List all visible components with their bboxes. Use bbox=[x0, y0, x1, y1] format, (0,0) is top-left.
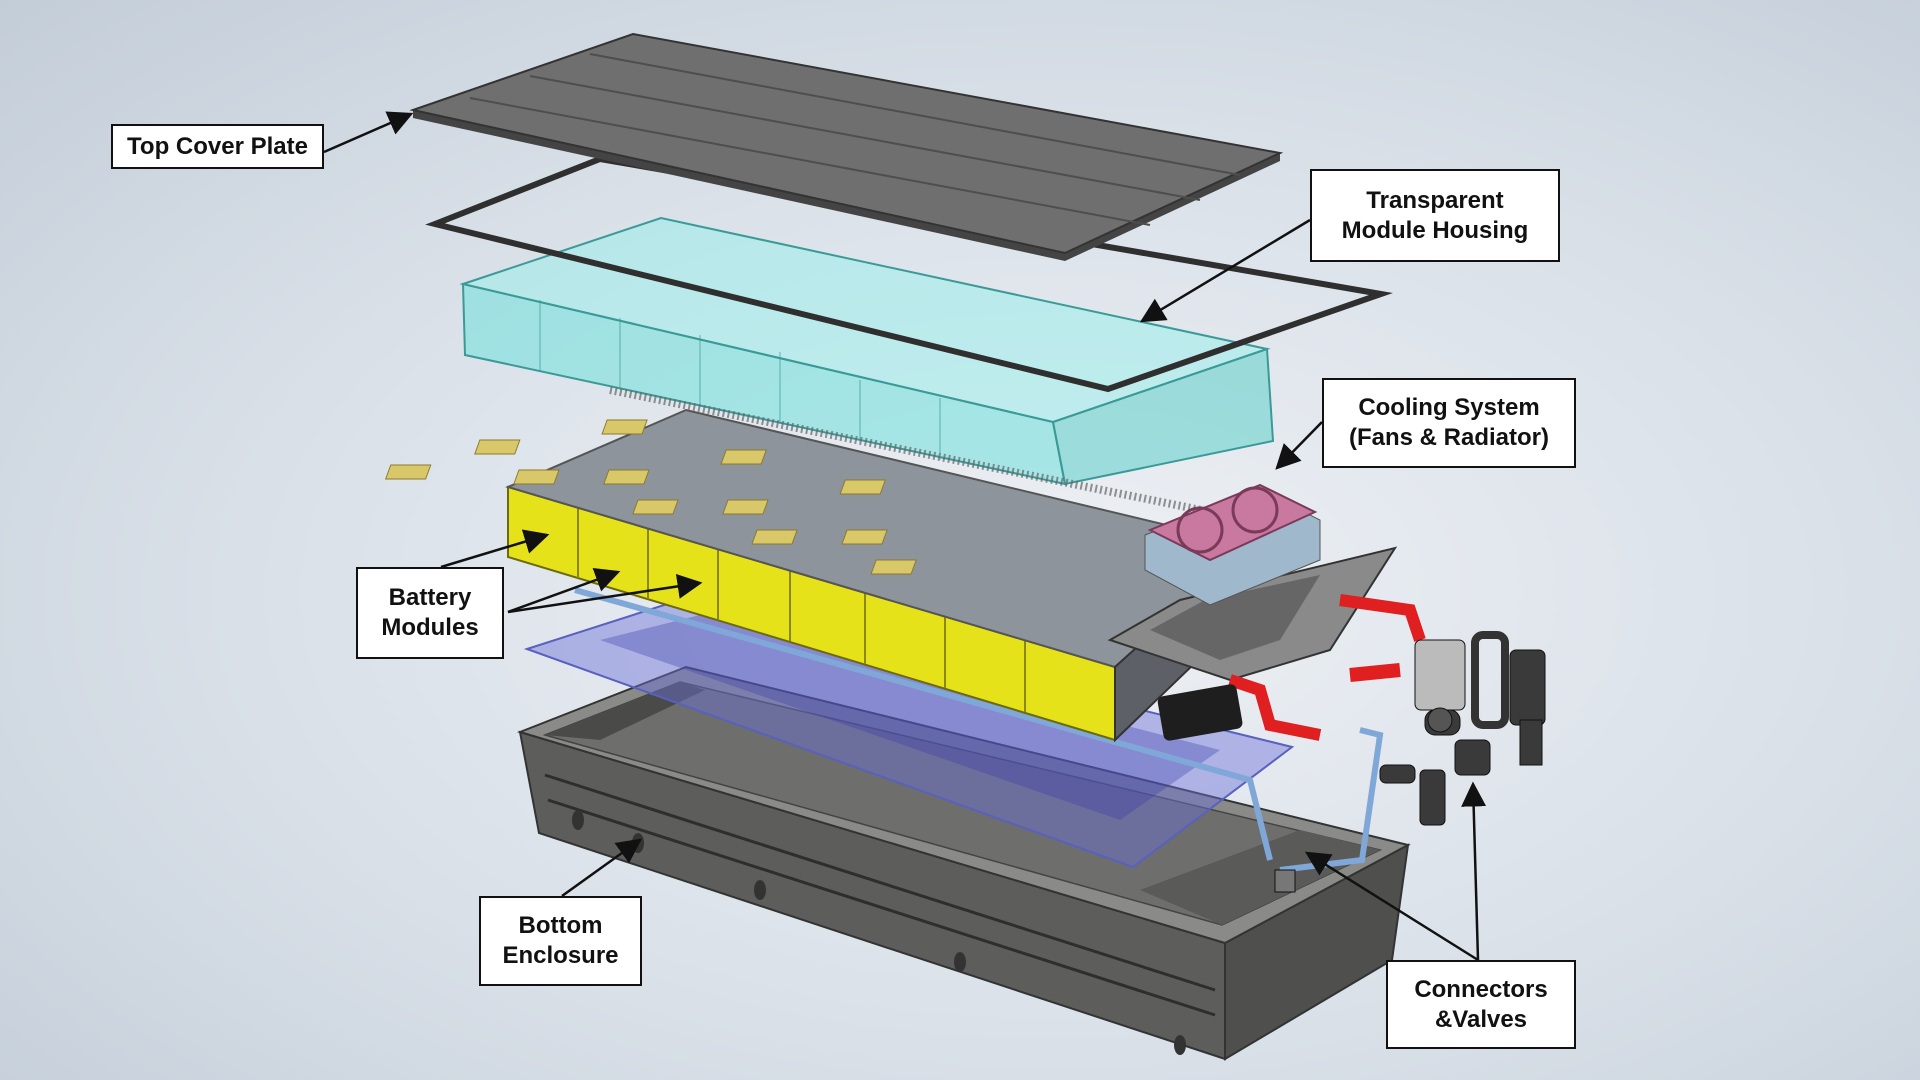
label-cooling-system: Cooling System (Fans & Radiator) bbox=[1322, 378, 1576, 468]
label-text: Enclosure bbox=[502, 942, 619, 969]
arrow-housing bbox=[1139, 218, 1311, 323]
coolant-pipe bbox=[1228, 594, 1426, 741]
label-text: Module Housing bbox=[1341, 216, 1529, 244]
label-text: Battery bbox=[388, 584, 472, 611]
label-top-cover-plate: Top Cover Plate bbox=[111, 124, 324, 169]
arrow-top-cover bbox=[323, 111, 414, 154]
top-cover-plate bbox=[409, 32, 1284, 261]
label-text: Connectors bbox=[1414, 975, 1548, 1003]
label-text: (Fans & Radiator) bbox=[1348, 424, 1549, 451]
label-battery-modules: Battery Modules bbox=[356, 567, 504, 659]
label-connectors-valves: Connectors &Valves bbox=[1386, 960, 1576, 1049]
blue-tray-inner bbox=[600, 615, 1220, 820]
label-text: Modules bbox=[381, 614, 479, 641]
arrow-battery-2 bbox=[507, 567, 621, 614]
bottom-enclosure bbox=[516, 665, 1411, 1061]
arrow-battery-1 bbox=[440, 529, 550, 569]
arrow-connectors-1 bbox=[1304, 851, 1479, 962]
cooling-system bbox=[1107, 483, 1426, 741]
arrow-bottom bbox=[561, 838, 643, 898]
connectors-and-valves bbox=[1274, 631, 1546, 893]
leader-arrows bbox=[323, 111, 1487, 962]
label-text: Cooling System bbox=[1358, 394, 1540, 421]
arrow-connectors-2 bbox=[1461, 781, 1487, 961]
blue-thermal-plate bbox=[523, 596, 1295, 869]
label-transparent-module-housing: Transparent Module Housing bbox=[1310, 169, 1560, 262]
label-text: &Valves bbox=[1434, 1005, 1528, 1033]
label-text: Bottom bbox=[518, 912, 603, 939]
label-text: Top Cover Plate bbox=[127, 132, 308, 160]
label-text: Transparent bbox=[1366, 186, 1504, 214]
transparent-module-housing bbox=[459, 216, 1275, 524]
arrow-battery-3 bbox=[507, 574, 703, 614]
gasket-frame bbox=[425, 155, 1393, 393]
arrow-cooling bbox=[1275, 421, 1323, 470]
label-bottom-enclosure: Bottom Enclosure bbox=[479, 896, 642, 986]
